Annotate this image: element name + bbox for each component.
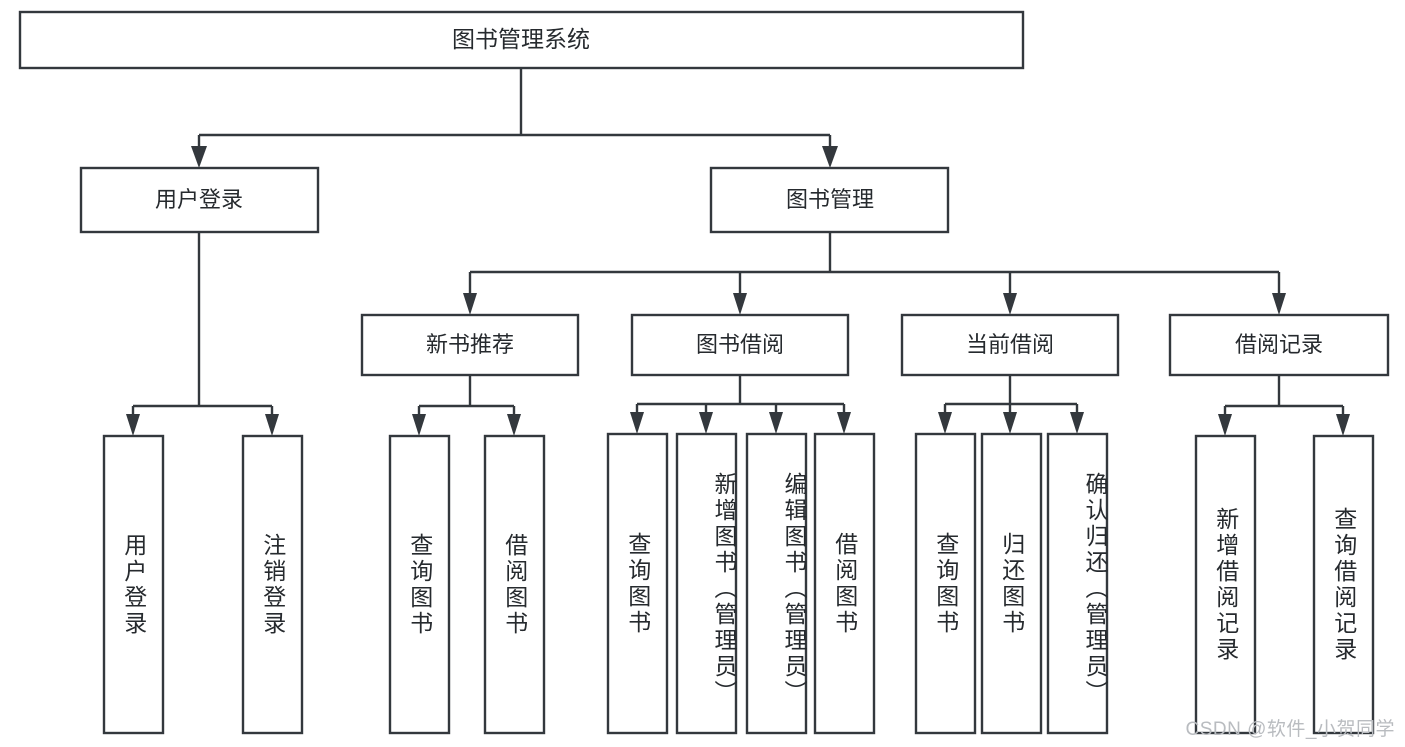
leaf-box-group	[102, 432, 1375, 735]
leaf-box-book-borrow-2[interactable]	[675, 432, 738, 735]
node-user-login[interactable]: 用户登录	[79, 166, 320, 234]
arrow-to-new-book	[463, 293, 477, 315]
arrow-new-book-leaf-2	[507, 414, 521, 436]
leaf-box-book-borrow-1[interactable]	[606, 432, 669, 735]
node-borrow-record[interactable]: 借阅记录	[1168, 313, 1390, 377]
arrow-to-user-login	[191, 146, 207, 168]
node-book-borrow-box[interactable]	[630, 313, 850, 377]
leaf-box-borrow-record-1[interactable]	[1194, 434, 1257, 735]
arrow-current-borrow-leaf-2	[1003, 412, 1017, 434]
leaf-box-user-login-1[interactable]	[102, 434, 165, 735]
node-borrow-record-box[interactable]	[1168, 313, 1390, 377]
arrow-book-borrow-leaf-2	[699, 412, 713, 434]
node-root-label: 图书管理系统	[452, 26, 590, 52]
node-user-login-label: 用户登录	[155, 187, 243, 212]
arrow-current-borrow-leaf-1	[938, 412, 952, 434]
leaf-box-new-book-1[interactable]	[388, 434, 451, 735]
arrow-current-borrow-leaf-3	[1070, 412, 1084, 434]
node-new-book-recommend-box[interactable]	[360, 313, 580, 377]
arrow-borrow-record-leaf-1	[1218, 414, 1232, 436]
node-borrow-record-label: 借阅记录	[1235, 332, 1323, 357]
node-current-borrow[interactable]: 当前借阅	[900, 313, 1120, 377]
arrow-user-login-leaf-1	[126, 414, 140, 436]
node-book-borrow-label: 图书借阅	[696, 332, 784, 357]
node-root-box[interactable]	[18, 10, 1025, 70]
leaf-box-new-book-2[interactable]	[483, 434, 546, 735]
csdn-watermark: CSDN @软件_小贺同学	[1185, 719, 1395, 740]
node-book-manage[interactable]: 图书管理	[709, 166, 950, 234]
arrow-to-book-manage	[822, 146, 838, 168]
arrow-book-borrow-leaf-1	[630, 412, 644, 434]
arrow-borrow-record-leaf-2	[1336, 414, 1350, 436]
node-current-borrow-box[interactable]	[900, 313, 1120, 377]
node-book-manage-label: 图书管理	[786, 187, 874, 212]
node-book-manage-box[interactable]	[709, 166, 950, 234]
arrow-new-book-leaf-1	[412, 414, 426, 436]
leaf-box-borrow-record-2[interactable]	[1312, 434, 1375, 735]
arrow-book-borrow-leaf-4	[837, 412, 851, 434]
leaf-box-book-borrow-3[interactable]	[745, 432, 808, 735]
arrow-to-book-borrow	[733, 293, 747, 315]
leaf-box-current-borrow-1[interactable]	[914, 432, 977, 735]
arrow-book-borrow-leaf-3	[769, 412, 783, 434]
node-book-borrow[interactable]: 图书借阅	[630, 313, 850, 377]
leaf-box-user-login-2[interactable]	[241, 434, 304, 735]
connector-group	[126, 68, 1350, 436]
leaf-box-book-borrow-4[interactable]	[813, 432, 876, 735]
node-user-login-box[interactable]	[79, 166, 320, 234]
leaf-box-current-borrow-3[interactable]	[1046, 432, 1109, 735]
arrow-user-login-leaf-2	[265, 414, 279, 436]
node-root[interactable]: 图书管理系统	[18, 10, 1025, 70]
arrow-to-current-borrow	[1003, 293, 1017, 315]
node-new-book-recommend-label: 新书推荐	[426, 332, 514, 357]
node-new-book-recommend[interactable]: 新书推荐	[360, 313, 580, 377]
node-current-borrow-label: 当前借阅	[966, 332, 1054, 357]
arrow-to-borrow-record	[1272, 293, 1286, 315]
leaf-box-current-borrow-2[interactable]	[980, 432, 1043, 735]
